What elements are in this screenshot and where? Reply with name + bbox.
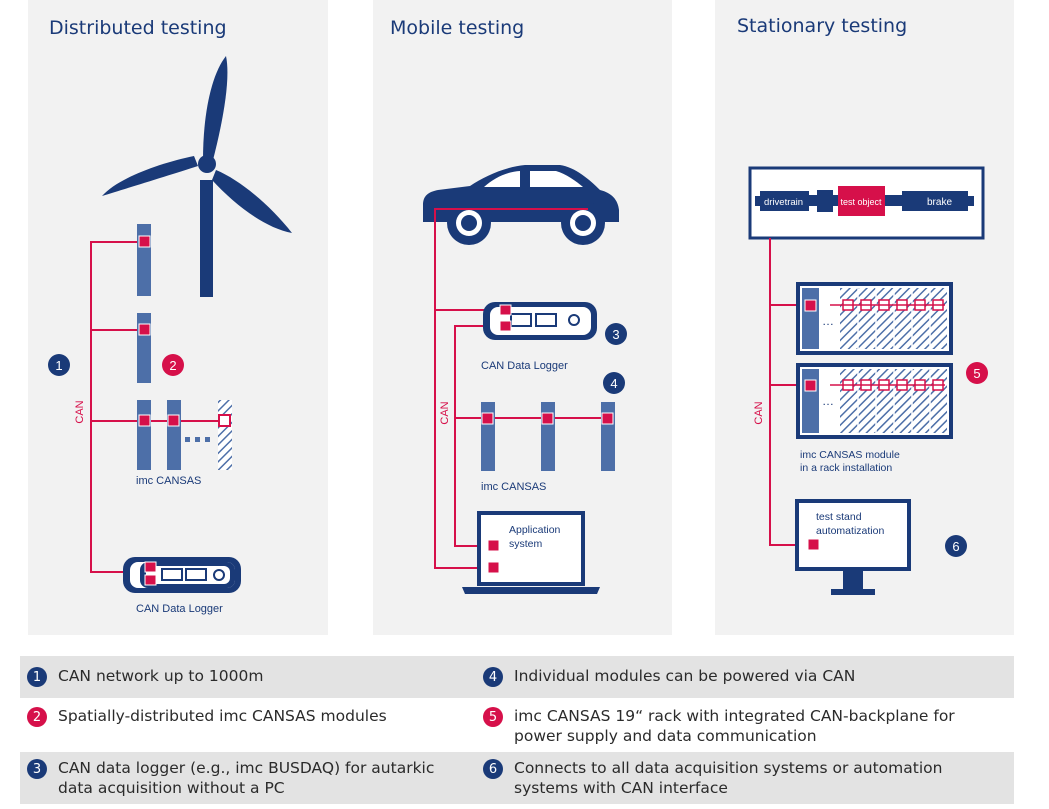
rack-label-line2: in a rack installation	[800, 462, 892, 474]
legend-badge: 3	[27, 759, 47, 779]
legend-text: imc CANSAS 19“ rack with integrated CAN-…	[514, 707, 955, 725]
cansas-module	[137, 313, 151, 383]
legend-badge: 1	[27, 667, 47, 687]
legend-badge: 6	[483, 759, 503, 779]
panel-distributed	[28, 0, 328, 635]
legend-text: CAN data logger (e.g., imc BUSDAQ) for a…	[58, 759, 435, 777]
logger-label-mobile: CAN Data Logger	[481, 360, 568, 372]
svg-text:3: 3	[612, 327, 619, 342]
cansas-module	[137, 224, 151, 296]
rack-cansas: …	[796, 363, 953, 439]
cansas-module	[167, 400, 181, 470]
wind-turbine-icon	[102, 56, 292, 297]
legend-text: Spatially-distributed imc CANSAS modules	[58, 707, 387, 725]
badge-4: 4	[603, 372, 625, 394]
cansas-module	[481, 402, 495, 471]
drivetrain-label: drivetrain	[764, 197, 803, 208]
svg-text:2: 2	[169, 358, 176, 373]
can-label-distributed: CAN	[74, 400, 86, 423]
cansas-label-mobile: imc CANSAS	[481, 481, 546, 493]
test-bench-icon	[748, 166, 985, 240]
legend-row-shaded	[20, 752, 1014, 804]
can-label-stationary: CAN	[753, 401, 765, 424]
svg-text:4: 4	[610, 376, 617, 391]
panel-title-stationary: Stationary testing	[737, 15, 908, 37]
legend-text: Individual modules can be powered via CA…	[514, 667, 856, 685]
cansas-module	[137, 400, 151, 470]
legend-badge: 4	[483, 667, 503, 687]
svg-text:…: …	[822, 314, 834, 328]
svg-text:5: 5	[973, 366, 980, 381]
test-stand-line2: automatization	[816, 525, 884, 537]
legend-item-6: 6 Connects to all data acquisition syste…	[483, 758, 942, 798]
legend-row-shaded	[20, 656, 1014, 698]
legend-text: data acquisition without a PC	[58, 779, 285, 797]
can-bus-mobile	[434, 208, 610, 569]
ellipsis-dots	[185, 437, 210, 442]
badge-1: 1	[48, 354, 70, 376]
legend-item-1: 1 CAN network up to 1000m	[27, 666, 263, 687]
legend-badge: 2	[27, 707, 47, 727]
can-label-mobile: CAN	[439, 401, 451, 424]
legend-item-5: 5 imc CANSAS 19“ rack with integrated CA…	[483, 706, 955, 746]
svg-text:6: 6	[952, 539, 959, 554]
panel-title-distributed: Distributed testing	[49, 17, 227, 39]
panel-title-mobile: Mobile testing	[390, 17, 525, 39]
cansas-module	[541, 402, 555, 471]
logger-label-distributed: CAN Data Logger	[136, 603, 223, 615]
legend-text: CAN network up to 1000m	[58, 667, 264, 685]
cansas-label-distributed: imc CANSAS	[136, 475, 201, 487]
app-label-line2: system	[509, 538, 543, 550]
car-icon	[423, 165, 619, 245]
badge-6: 6	[945, 535, 967, 557]
rack-label-line1: imc CANSAS module	[800, 449, 900, 461]
cansas-module	[601, 402, 615, 471]
laptop-icon	[462, 511, 600, 594]
legend-badge: 5	[483, 707, 503, 727]
data-logger-icon	[123, 557, 241, 593]
cansas-module-placeholder	[218, 400, 232, 470]
data-logger-icon	[483, 302, 597, 340]
can-bus-distributed	[90, 241, 224, 573]
svg-text:…: …	[822, 394, 834, 408]
badge-3: 3	[605, 323, 627, 345]
badge-2: 2	[162, 354, 184, 376]
brake-label: brake	[927, 197, 952, 208]
legend-item-3: 3 CAN data logger (e.g., imc BUSDAQ) for…	[27, 758, 434, 798]
monitor-icon	[795, 499, 911, 595]
app-label-line1: Application	[509, 524, 561, 536]
legend-item-2: 2 Spatially-distributed imc CANSAS modul…	[27, 706, 387, 727]
test-stand-line1: test stand	[816, 511, 862, 523]
legend-text: Connects to all data acquisition systems…	[514, 759, 943, 777]
legend-text: power supply and data communication	[514, 727, 817, 745]
test-object-label: test object	[840, 197, 882, 207]
legend-text: systems with CAN interface	[514, 779, 728, 797]
legend-item-4: 4 Individual modules can be powered via …	[483, 666, 855, 687]
rack-cansas: …	[796, 282, 953, 355]
svg-text:1: 1	[55, 358, 62, 373]
badge-5: 5	[966, 362, 988, 384]
